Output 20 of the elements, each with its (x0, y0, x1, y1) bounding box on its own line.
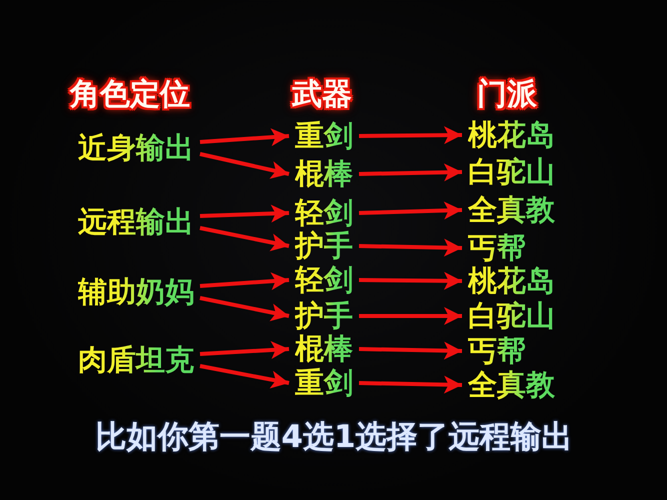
arrow (359, 307, 462, 325)
arrow (200, 128, 290, 146)
arrow (358, 342, 462, 360)
column-header: 武器 (292, 78, 352, 112)
arrow (200, 152, 290, 179)
arrow (200, 226, 290, 252)
arrow (200, 341, 290, 359)
arrow (200, 296, 290, 322)
arrow (358, 202, 462, 220)
arrow (358, 126, 462, 144)
arrow (200, 364, 290, 388)
arrow (358, 376, 462, 394)
arrow (358, 272, 462, 290)
arrow (200, 204, 290, 223)
arrow (358, 163, 462, 182)
column-header: 角色定位 (70, 78, 190, 112)
arrow (358, 238, 462, 257)
column-header: 门派 (477, 78, 537, 112)
caption: 比如你第一题4选1选择了远程输出 (95, 420, 573, 456)
arrow (200, 272, 290, 290)
